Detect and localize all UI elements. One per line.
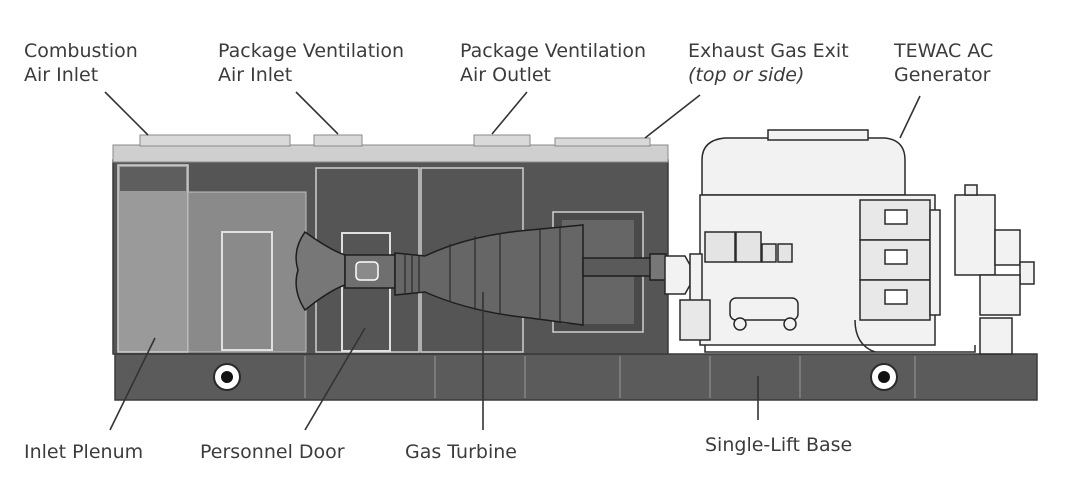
label-package-ventilation-air-outlet: Package Ventilation Air Outlet (460, 40, 647, 86)
label-exhaust-gas-exit: Exhaust Gas Exit (top or side) (688, 40, 849, 86)
tewac-ac-generator (664, 129, 1035, 355)
label-combustion-air-inlet: Combustion Air Inlet (24, 40, 138, 86)
label-tewac-ac-generator: TEWAC AC Generator (894, 40, 994, 86)
leader-lines (104, 91, 921, 431)
exhaust-gas-exit-opening (554, 137, 651, 147)
turbine-enclosure (112, 134, 669, 355)
combustion-air-inlet-opening (139, 134, 291, 147)
label-gas-turbine: Gas Turbine (405, 441, 517, 463)
label-package-ventilation-air-inlet: Package Ventilation Air Inlet (218, 40, 405, 86)
inlet-plenum (117, 164, 189, 353)
label-personnel-door: Personnel Door (200, 441, 345, 463)
ventilation-inlet-opening (313, 134, 363, 147)
single-lift-base (114, 353, 1038, 401)
label-inlet-plenum: Inlet Plenum (24, 441, 144, 463)
ventilation-outlet-opening (473, 134, 531, 147)
gas-turbine (295, 224, 667, 326)
personnel-door (341, 232, 391, 352)
label-single-lift-base: Single-Lift Base (705, 434, 853, 456)
inlet-plenum-door (221, 231, 273, 351)
enclosure-roof (112, 144, 669, 163)
